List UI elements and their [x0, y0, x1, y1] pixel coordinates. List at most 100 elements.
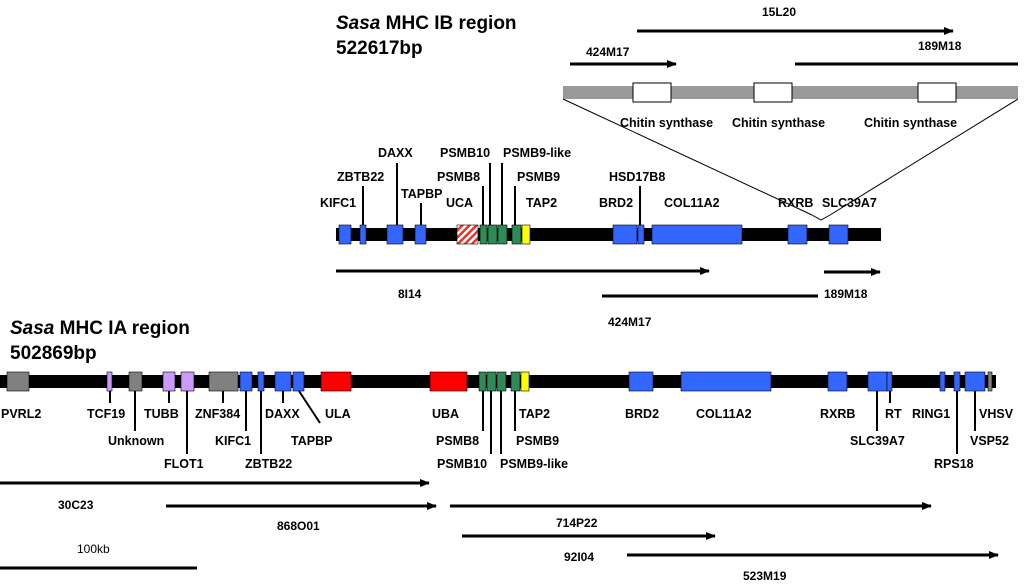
ib-label-uca: UCA	[446, 196, 473, 210]
ia-gene-pvrl2	[6, 371, 30, 392]
ib-gene-daxx	[386, 224, 404, 245]
ib-gene-psmb8	[479, 224, 488, 245]
region-ia: Sasa MHC IA region 502869bp	[0, 318, 1014, 583]
inset-clone-189m18-label: 189M18	[918, 39, 962, 53]
ib-label-psmb8: PSMB8	[437, 170, 480, 184]
inset-zoom-bracket	[811, 214, 831, 221]
ib-label-zbtb22: ZBTB22	[337, 170, 384, 184]
ib-gene-kifc1	[338, 224, 352, 245]
ia-gene-vsp52	[964, 371, 986, 392]
ib-gene-psmb9	[511, 224, 522, 245]
ia-clone-523m19-label: 523M19	[743, 569, 787, 583]
inset-gene-chitin-3	[917, 82, 957, 103]
ia-label-tubb: TUBB	[144, 407, 179, 421]
ib-gene-col11a2	[651, 224, 743, 245]
ib-gene-tap2	[521, 224, 531, 245]
inset-label-chitin-2: Chitin synthase	[732, 116, 825, 130]
ib-length: 522617bp	[336, 38, 423, 59]
ia-label-slc39a7: SLC39A7	[850, 434, 905, 448]
ia-gene-unknown	[128, 371, 143, 392]
ib-clone-424m17-label: 424M17	[608, 315, 652, 329]
ia-gene-uba	[429, 371, 468, 392]
ib-label-psmb9-like: PSMB9-like	[503, 146, 571, 160]
ia-label-rt: RT	[885, 407, 902, 421]
ib-label-hsd17b8: HSD17B8	[609, 170, 665, 184]
ia-label-daxx: DAXX	[265, 407, 300, 421]
ib-label-col11a2: COL11A2	[664, 196, 720, 210]
ia-gene-zbtb22	[257, 371, 265, 392]
ia-label-ula: ULA	[325, 407, 351, 421]
ib-label-tapbp: TAPBP	[401, 187, 442, 201]
ib-label-kifc1: KIFC1	[320, 196, 356, 210]
ia-gene-slc39a7	[867, 371, 888, 392]
ia-label-vhsv: VHSV	[979, 407, 1014, 421]
ia-gene-znf384	[208, 371, 239, 392]
ia-gene-tcf19	[106, 371, 113, 392]
ia-label-col11a2: COL11A2	[696, 407, 752, 421]
ia-clone-714p22-label: 714P22	[556, 516, 598, 530]
ia-gene-kifc1	[239, 371, 253, 392]
ia-clone-92i04-label: 92I04	[564, 550, 594, 564]
ib-title: Sasa MHC IB region	[336, 13, 517, 34]
inset-gene-chitin-2	[753, 82, 793, 103]
inset-gene-chitin-1	[632, 82, 672, 103]
ia-gene-col11a2	[680, 371, 772, 392]
ia-label-vsp52: VSP52	[970, 434, 1009, 448]
ia-gene-brd2	[628, 371, 654, 392]
ib-label-tap2: TAP2	[526, 196, 557, 210]
ia-clone-30c23-label: 30C23	[58, 498, 94, 512]
ib-gene-tapbp	[414, 224, 427, 245]
ib-gene-hsd17b8	[637, 224, 645, 245]
ia-gene-ring1	[939, 371, 946, 392]
inset-zoom-line-right	[829, 98, 1019, 216]
inset-clone-424m17-label: 424M17	[586, 45, 630, 59]
ia-title: Sasa MHC IA region	[10, 318, 190, 339]
ia-gene-psmb8	[478, 371, 487, 392]
ia-label-psmb8: PSMB8	[436, 434, 479, 448]
ia-gene-psmb10	[486, 371, 497, 392]
ib-gene-uca	[456, 224, 479, 245]
inset-label-chitin-1: Chitin synthase	[620, 116, 713, 130]
ib-gene-brd2	[612, 224, 638, 245]
ia-label-zbtb22: ZBTB22	[245, 457, 292, 471]
ia-label-tcf19: TCF19	[87, 407, 125, 421]
ia-label-tap2: TAP2	[519, 407, 550, 421]
ia-label-rps18: RPS18	[934, 457, 974, 471]
ia-label-brd2: BRD2	[625, 407, 659, 421]
ib-label-brd2: BRD2	[599, 196, 633, 210]
ib-clone-189m18-label: 189M18	[824, 287, 868, 301]
scale-bar-label: 100kb	[77, 542, 110, 556]
ia-label-ring1: RING1	[912, 407, 950, 421]
ia-label-znf384: ZNF384	[195, 407, 240, 421]
ib-clone-8i14-label: 8I14	[398, 287, 422, 301]
ib-label-slc39a7: SLC39A7	[822, 196, 877, 210]
ia-label-tapbp: TAPBP	[291, 434, 332, 448]
ib-gene-rxrb	[787, 224, 808, 245]
ia-label-psmb9: PSMB9	[516, 434, 559, 448]
ia-label-psmb10: PSMB10	[437, 457, 487, 471]
ia-label-rxrb: RXRB	[820, 407, 855, 421]
ia-clone-868o01-label: 868O01	[277, 519, 320, 533]
ia-gene-tapbp	[292, 371, 305, 392]
ia-gene-flot1	[180, 371, 195, 392]
inset-clone-15l20-label: 15L20	[762, 5, 796, 19]
ib-gene-slc39a7	[828, 224, 849, 245]
ib-gene-psmb9-like	[497, 224, 508, 245]
inset-zoom-line-left	[562, 98, 813, 216]
ib-label-psmb10: PSMB10	[440, 146, 490, 160]
ia-gene-psmb9-like	[496, 371, 507, 392]
ib-label-psmb9: PSMB9	[517, 170, 560, 184]
ia-gene-rps18	[953, 371, 961, 392]
ia-gene-psmb9	[510, 371, 521, 392]
ib-label-daxx: DAXX	[378, 146, 413, 160]
ia-label-flot1: FLOT1	[164, 457, 204, 471]
ia-gene-tap2	[520, 371, 530, 392]
ia-length: 502869bp	[10, 343, 97, 364]
ia-gene-ula	[320, 371, 352, 392]
ia-label-uba: UBA	[432, 407, 459, 421]
ib-gene-zbtb22	[359, 224, 367, 245]
ia-gene-daxx	[274, 371, 292, 392]
ia-label-psmb9-like: PSMB9-like	[500, 457, 568, 471]
region-ib: Sasa MHC IB region 522617bp 15L20 424M17…	[320, 5, 1019, 329]
